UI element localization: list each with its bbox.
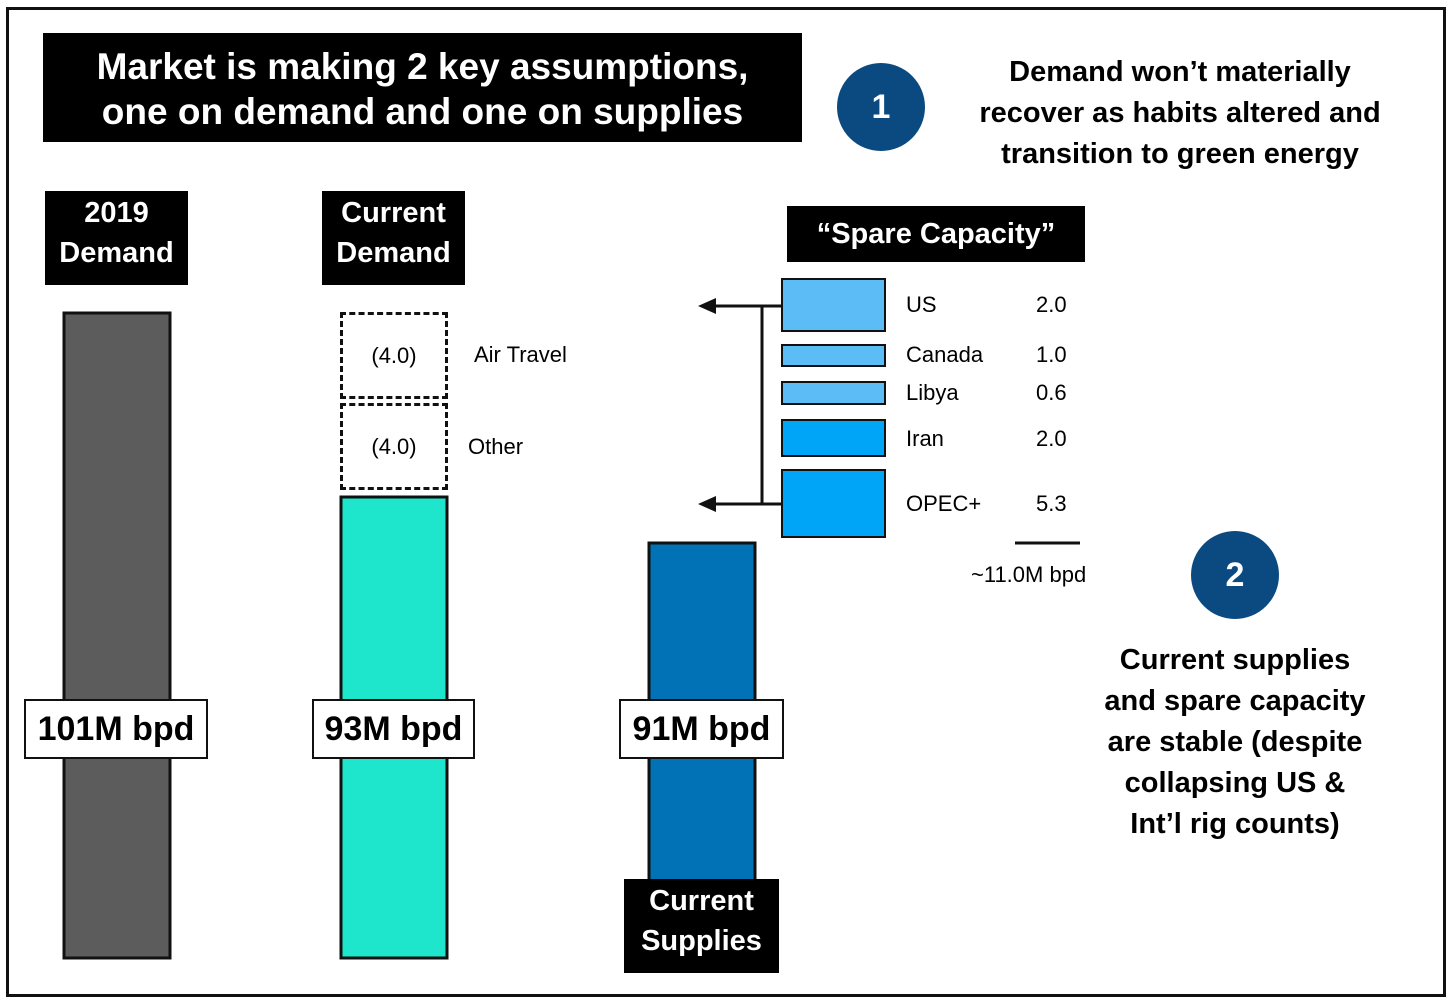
bar-value-current-demand: 93M bpd: [312, 699, 475, 759]
spare-value-iran: 2.0: [1036, 426, 1067, 451]
slide-title: Market is making 2 key assumptions, one …: [43, 33, 802, 142]
spare-bar-us: [781, 278, 886, 332]
assumption-1-line-3: transition to green energy: [1001, 138, 1359, 170]
bar-label-current-demand: Current Demand: [322, 191, 465, 285]
assumption-1-text: Demand won’t materially recover as habit…: [940, 52, 1420, 175]
spare-value-us: 2.0: [1036, 292, 1067, 317]
assumption-2-line-5: Int’l rig counts): [1130, 808, 1340, 840]
spare-name-iran: Iran: [906, 426, 944, 451]
reduction-other-box: (4.0): [340, 403, 448, 490]
spare-value-libya: 0.6: [1036, 380, 1067, 405]
assumption-2-line-1: Current supplies: [1119, 644, 1351, 676]
assumption-2-line-4: collapsing US &: [1124, 767, 1346, 799]
bar-label-current-demand-line-2: Demand: [336, 237, 451, 269]
bar-label-current-supplies: Current Supplies: [624, 879, 779, 973]
bar-label-current-supplies-line-1: Current: [649, 885, 754, 917]
spare-bar-libya: [781, 381, 886, 405]
assumption-2-text: Current supplies and spare capacity are …: [1050, 640, 1420, 845]
spare-value-opec: 5.3: [1036, 491, 1067, 516]
bar-label-2019-demand: 2019 Demand: [45, 191, 188, 285]
assumption-2-badge: 2: [1191, 531, 1279, 619]
title-line-2: one on demand and one on supplies: [101, 91, 744, 132]
reduction-air-travel-box: (4.0): [340, 312, 448, 399]
spare-bar-canada: [781, 344, 886, 367]
spare-bar-iran: [781, 419, 886, 457]
assumption-1-line-1: Demand won’t materially: [1009, 56, 1351, 88]
bar-label-current-demand-line-1: Current: [341, 197, 446, 229]
title-line-1: Market is making 2 key assumptions,: [96, 46, 749, 87]
assumption-2-line-3: are stable (despite: [1107, 726, 1363, 758]
assumption-2-line-2: and spare capacity: [1104, 685, 1366, 717]
reduction-air-travel-label: Air Travel: [474, 342, 567, 367]
spare-arrow-bottom-head: [698, 496, 716, 512]
bar-demand_2019: [62, 311, 172, 960]
spare-name-canada: Canada: [906, 342, 984, 367]
spare-name-opec: OPEC+: [906, 491, 982, 516]
assumption-1-badge: 1: [837, 63, 925, 151]
spare-bar-opec: [781, 469, 886, 538]
assumption-1-line-2: recover as habits altered and: [979, 97, 1381, 129]
bar-label-2019-demand-line-1: 2019: [84, 197, 149, 229]
bar-value-2019-demand: 101M bpd: [24, 699, 208, 759]
bar-label-2019-demand-line-2: Demand: [59, 237, 174, 269]
spare-capacity-total: ~11.0M bpd: [971, 562, 1087, 587]
spare-name-us: US: [906, 292, 937, 317]
bar-value-current-supplies: 91M bpd: [619, 699, 784, 759]
spare-capacity-title: “Spare Capacity”: [787, 206, 1085, 262]
spare-arrow-top-head: [698, 298, 716, 314]
spare-value-canada: 1.0: [1036, 342, 1067, 367]
slide-frame: [6, 7, 1446, 997]
spare-name-libya: Libya: [906, 380, 959, 405]
reduction-other-label: Other: [468, 434, 524, 459]
bar-label-current-supplies-line-2: Supplies: [641, 925, 762, 957]
